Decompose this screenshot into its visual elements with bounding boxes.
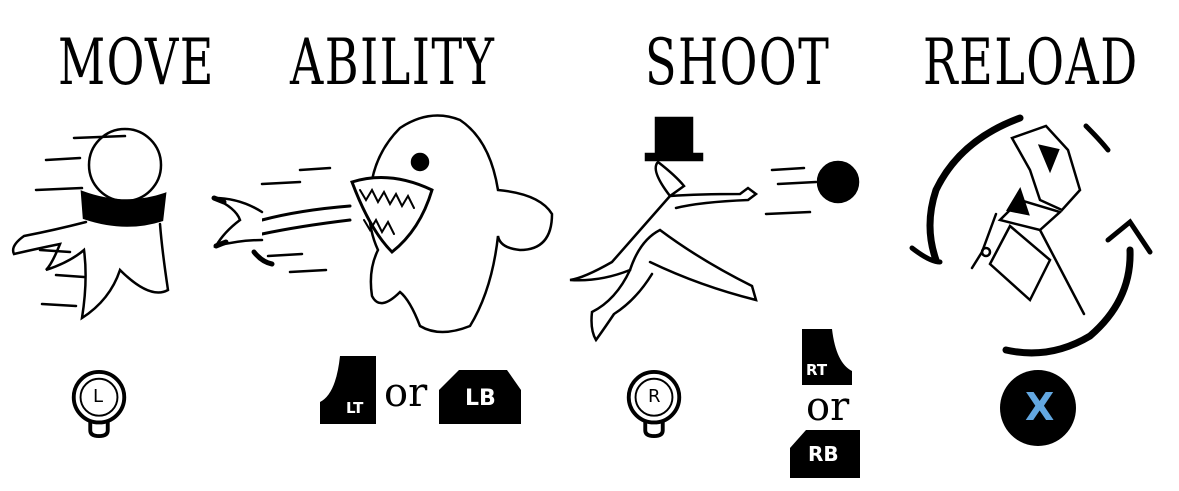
lb-bumper-icon <box>439 370 521 424</box>
rt-trigger-icon <box>802 329 852 385</box>
reload-button-control: X <box>998 368 1078 448</box>
shoot-title: SHOOT <box>645 26 831 100</box>
rb-bumper-icon <box>790 430 860 478</box>
shoot-or-text: or <box>806 384 850 430</box>
move-title: MOVE <box>58 26 215 100</box>
lb-label: LB <box>465 386 496 411</box>
tophat-thrower-icon <box>569 116 860 343</box>
x-button-icon <box>1000 370 1076 446</box>
left-stick-icon <box>71 370 127 439</box>
move-stick-label: L <box>93 386 104 407</box>
ability-bumper-control: LB <box>437 368 523 426</box>
right-stick-icon <box>626 370 682 439</box>
monster-tongue-icon <box>211 114 554 334</box>
ability-trigger-control: LT <box>318 354 378 426</box>
spinning-creature-icon <box>909 114 1153 357</box>
shoot-bumper-control: RB <box>788 428 862 480</box>
ability-title: ABILITY <box>290 26 496 100</box>
shoot-trigger-control: RT <box>800 327 854 387</box>
rt-label: RT <box>806 361 828 379</box>
shoot-stick-label: R <box>648 386 661 407</box>
ability-or-text: or <box>384 370 428 416</box>
running-ball-icon <box>11 127 170 321</box>
shoot-stick-control: R <box>620 370 690 442</box>
lt-trigger-icon <box>320 356 376 424</box>
move-stick-control: L <box>65 370 135 442</box>
rb-label: RB <box>808 442 839 466</box>
reload-title: RELOAD <box>923 26 1139 100</box>
x-button-label: X <box>1025 385 1055 429</box>
lt-label: LT <box>346 399 364 417</box>
